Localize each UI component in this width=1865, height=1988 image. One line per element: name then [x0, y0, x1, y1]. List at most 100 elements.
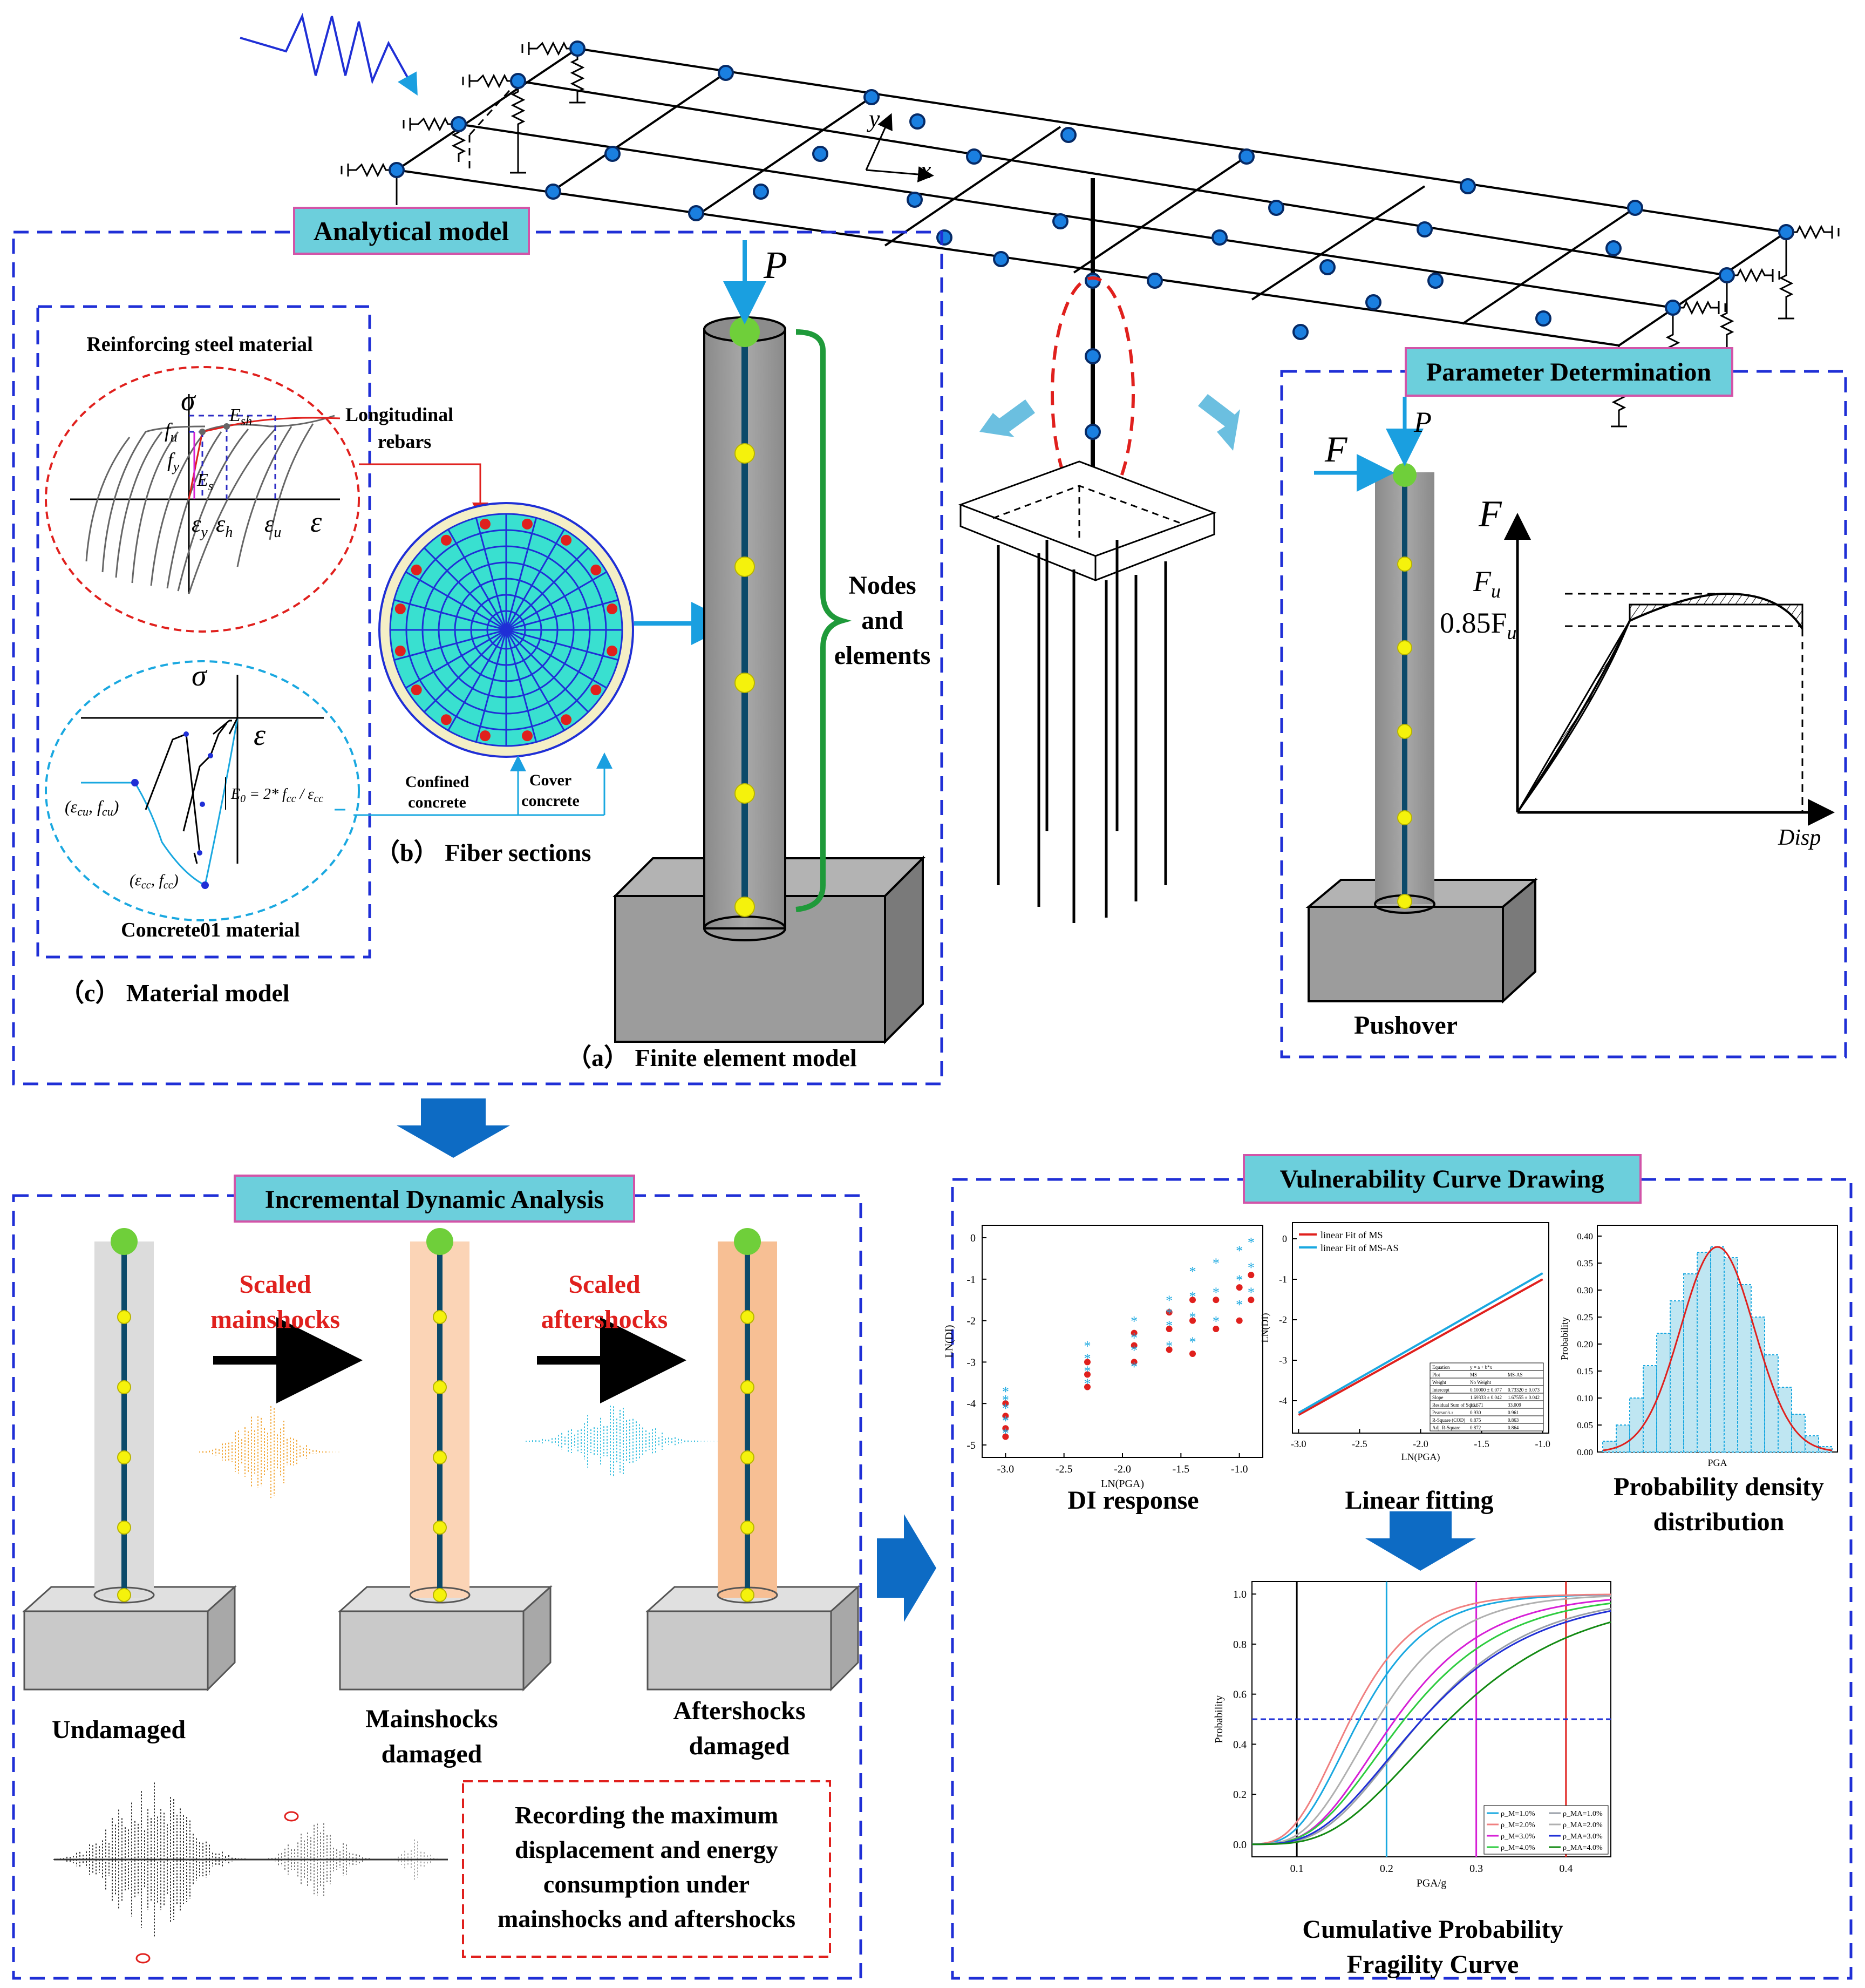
rebar-dot: [394, 603, 406, 614]
fiber-section: [378, 502, 634, 758]
pier-detail-arrows: [979, 394, 1240, 451]
recording-note-line-3: consumption under: [543, 1870, 750, 1898]
nodes-elements-brace: [795, 329, 852, 912]
probability-density-chart: 0.000.050.100.150.200.250.300.350.40Prob…: [1559, 1225, 1838, 1468]
data-point: *: [1002, 1393, 1009, 1408]
data-point: *: [1084, 1351, 1091, 1367]
data-point: *: [1248, 1260, 1255, 1275]
confined-concrete-label-1: Confined: [405, 773, 469, 791]
node: [740, 1310, 754, 1324]
rebar-pointer-arrow: [362, 463, 488, 519]
steel-hysteresis-plot: [70, 394, 340, 594]
data-point: *: [1166, 1305, 1173, 1321]
legend-box: [1483, 1805, 1609, 1855]
stats-table-cell: Equation: [1432, 1365, 1450, 1370]
di-response-caption: DI response: [1067, 1486, 1199, 1515]
undamaged-label: Undamaged: [52, 1715, 186, 1744]
rebar-dot: [411, 564, 422, 575]
legend-label: linear Fit of MS-AS: [1321, 1243, 1399, 1253]
y-tick-label: 0.4: [1233, 1739, 1247, 1750]
y-tick-label: 0: [970, 1232, 976, 1244]
y-tick-label: -1: [1279, 1274, 1287, 1285]
accelerogram: [526, 1406, 718, 1477]
histogram-bar: [1656, 1333, 1671, 1453]
data-point: *: [1189, 1289, 1196, 1305]
fit-line: [1298, 1272, 1543, 1414]
x-tick-label: -1.5: [1172, 1463, 1189, 1475]
data-point: [1189, 1317, 1196, 1324]
ida-columns: [22, 1228, 860, 1692]
y-tick-label: 0.20: [1577, 1339, 1593, 1349]
recording-note-line-4: mainshocks and aftershocks: [498, 1905, 795, 1932]
y-axis-label: Probability: [1213, 1695, 1225, 1743]
data-point: [1236, 1284, 1243, 1291]
histogram-bar: [1791, 1414, 1806, 1453]
legend-label: linear Fit of MS: [1321, 1230, 1383, 1240]
fiber-section-caption: （b） Fiber sections: [375, 839, 591, 866]
stats-table-cell: Pearson's r: [1432, 1410, 1453, 1415]
pushover-force-f-label: F: [1324, 429, 1348, 470]
data-point: *: [1166, 1293, 1173, 1308]
data-point: *: [1166, 1318, 1173, 1333]
bridge-deck-model: [341, 41, 1840, 513]
fragility-curve: [1251, 1595, 1611, 1845]
node: [433, 1310, 447, 1324]
pushover-load-p-label: P: [1413, 406, 1432, 438]
peak-marker: [284, 1811, 299, 1822]
data-point: [1189, 1297, 1196, 1304]
analytical-model-title-box: [293, 207, 530, 255]
stats-table-cell: 0.872: [1470, 1425, 1481, 1430]
legend-label: ρ_MA=2.0%: [1563, 1821, 1603, 1829]
data-point: *: [1189, 1309, 1196, 1325]
ida-column-1: [22, 1228, 237, 1692]
cpf-caption-2: Fragility Curve: [1347, 1950, 1519, 1979]
recording-note-line-1: Recording the maximum: [515, 1801, 778, 1829]
stats-table-cell: Plot: [1432, 1372, 1440, 1378]
top-node: [734, 1228, 761, 1255]
ida-title-box: [234, 1175, 635, 1223]
y-tick-label: 0.10: [1577, 1393, 1593, 1403]
legend-label: ρ_M=2.0%: [1501, 1821, 1535, 1829]
nodes-elements-label-1: Nodes: [848, 571, 916, 600]
steel-fy-label: fy: [167, 449, 180, 474]
stats-table-cell: 1.69333 ± 0.042: [1470, 1395, 1502, 1400]
footing-side: [830, 1585, 859, 1692]
stats-table-cell: MS: [1470, 1372, 1477, 1378]
histogram-bar: [1683, 1273, 1698, 1453]
fe-model-caption: （a） Finite element model: [567, 1044, 857, 1071]
x-tick-label: -3.0: [1291, 1439, 1306, 1449]
data-point: *: [1131, 1342, 1138, 1358]
fiber-spoke: [393, 629, 507, 661]
pushover-disp-label: Disp: [1778, 825, 1821, 850]
fragility-curve: [1251, 1599, 1611, 1845]
data-point: *: [1002, 1426, 1009, 1441]
data-point: [1248, 1272, 1255, 1279]
fragility-curve: [1251, 1610, 1611, 1845]
rebar-dot: [479, 730, 491, 742]
histogram-bar: [1710, 1246, 1725, 1453]
data-point: *: [1131, 1330, 1138, 1346]
stats-table-cell: 0.930: [1470, 1410, 1481, 1415]
data-point: [1213, 1297, 1220, 1304]
fragility-curve: [1252, 1621, 1611, 1845]
node: [117, 1310, 131, 1324]
data-point: [1131, 1359, 1138, 1366]
pile-cap: [958, 460, 1217, 923]
rebar-dot: [590, 684, 602, 696]
node: [740, 1588, 754, 1602]
x-axis-label: LN(PGA): [1401, 1451, 1440, 1463]
data-point: [1166, 1346, 1173, 1353]
stats-table-cell: 36.671: [1470, 1402, 1483, 1408]
steel-eps-h-label: εh: [216, 511, 233, 541]
stats-table-cell: 1.67555 ± 0.042: [1508, 1395, 1540, 1400]
parameter-determination-title: Parameter Determination: [1426, 358, 1711, 386]
bridge-nodes: [389, 40, 1794, 518]
node: [117, 1450, 131, 1464]
x-tick-label: -3.0: [997, 1463, 1014, 1475]
data-point: [1084, 1371, 1091, 1378]
rebar-dot: [607, 646, 618, 657]
steel-material-title: Reinforcing steel material: [86, 333, 312, 356]
x-tick-label: -1.0: [1535, 1439, 1550, 1449]
y-tick-label: 0.2: [1233, 1789, 1247, 1801]
